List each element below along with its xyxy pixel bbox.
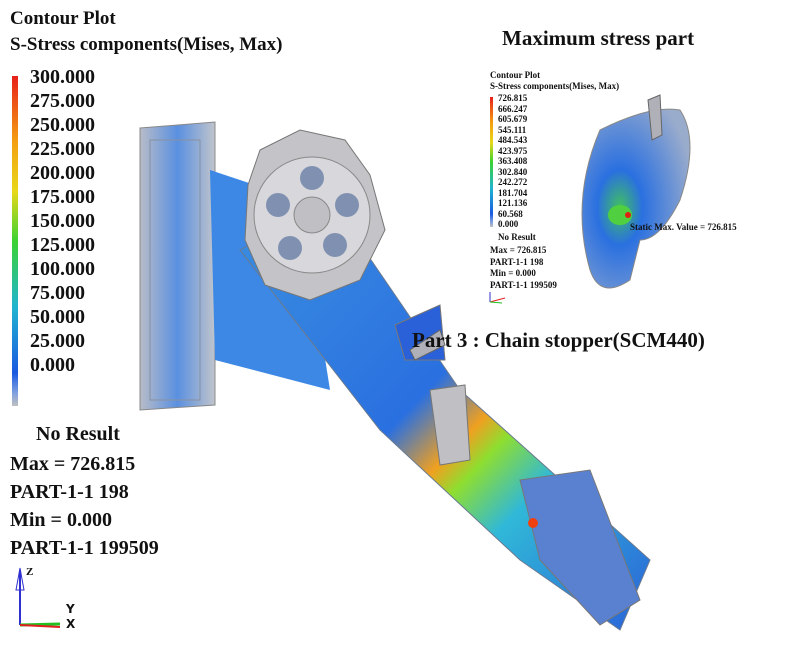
- inset-level: 181.704: [498, 187, 528, 198]
- stress-hotspot: [528, 518, 538, 528]
- axis-triad: [15, 567, 61, 628]
- inset-axis-triad: [489, 292, 506, 304]
- inset-level: 484.543: [498, 135, 528, 145]
- legend-level: 100.000: [30, 258, 95, 280]
- inset-level: 666.247: [498, 103, 528, 114]
- arm-lug-plate: [409, 329, 446, 361]
- part-caption: Part 3 : Chain stopper(SCM440): [412, 328, 705, 352]
- triad-x-label: X: [66, 617, 76, 631]
- inset-pin: [608, 205, 632, 225]
- inset-part: [581, 108, 691, 289]
- inset-stats: Max = 726.815 PART-1-1 198 Min = 0.000 P…: [490, 245, 557, 292]
- inset-level: 0.000: [498, 219, 519, 229]
- inset-hotspot: [625, 212, 631, 218]
- inset-subtitle: S-Stress components(Mises, Max): [490, 81, 620, 91]
- triad-y-label: Y: [66, 602, 75, 616]
- inset-max: Max = 726.815: [490, 245, 547, 255]
- triad-z-label: Z: [26, 566, 34, 578]
- inset-no-result: No Result: [498, 232, 536, 242]
- inset-level: 545.111: [498, 124, 527, 135]
- legend-level: 25.000: [30, 330, 85, 352]
- legend-color-bar: [12, 76, 18, 406]
- inset-level: 121.136: [498, 198, 528, 208]
- legend-level: 300.000: [30, 66, 95, 88]
- legend-level: 50.000: [30, 306, 85, 328]
- stats: Max = 726.815 PART-1-1 198 Min = 0.000 P…: [10, 450, 159, 562]
- min-value: Min = 0.000: [10, 509, 112, 531]
- legend-levels: 300.000 275.000 250.000 225.000 200.000 …: [30, 65, 95, 377]
- inset-max-location: PART-1-1 198: [490, 256, 544, 267]
- legend-level: 125.000: [30, 234, 95, 256]
- max-value: Max = 726.815: [10, 453, 136, 475]
- inset-level: 242.272: [498, 177, 528, 187]
- inset-max-annotation: Static Max. Value = 726.815: [630, 222, 737, 232]
- legend-level: 225.000: [30, 138, 95, 160]
- inset-level: 423.975: [498, 145, 528, 156]
- legend-level: 75.000: [30, 282, 85, 304]
- inset-part-tab: [647, 94, 663, 141]
- inset-heading: Maximum stress part: [502, 26, 695, 50]
- inset-levels: 726.815 666.247 605.679 545.111 484.543 …: [498, 93, 527, 230]
- legend-level: 250.000: [30, 114, 95, 136]
- inset-min: Min = 0.000: [490, 268, 536, 279]
- legend-level: 200.000: [30, 162, 95, 184]
- lower-bracket: [519, 469, 641, 626]
- inset-level: 302.840: [498, 166, 528, 177]
- inset-title: Contour Plot: [490, 70, 541, 80]
- legend-subtitle: S-Stress components(Mises, Max): [10, 34, 283, 55]
- legend-level: 0.000: [30, 354, 75, 376]
- support-column: [139, 121, 216, 411]
- inset-level: 60.568: [498, 208, 523, 219]
- inset-level: 726.815: [498, 93, 528, 103]
- no-result-label: No Result: [36, 423, 120, 445]
- arm-bracket: [429, 384, 471, 466]
- legend-level: 275.000: [30, 90, 95, 112]
- legend-title: Contour Plot: [10, 8, 116, 29]
- inset-legend-bar: [490, 97, 493, 227]
- legend-level: 150.000: [30, 210, 95, 232]
- sprocket-wheel: [244, 129, 386, 301]
- max-location: PART-1-1 198: [10, 481, 129, 503]
- inset-min-location: PART-1-1 199509: [490, 280, 557, 291]
- inset-level: 605.679: [498, 114, 528, 124]
- inset-level: 363.408: [498, 156, 528, 166]
- legend-level: 175.000: [30, 186, 95, 208]
- min-location: PART-1-1 199509: [10, 537, 159, 559]
- column-inner-frame: [149, 139, 201, 401]
